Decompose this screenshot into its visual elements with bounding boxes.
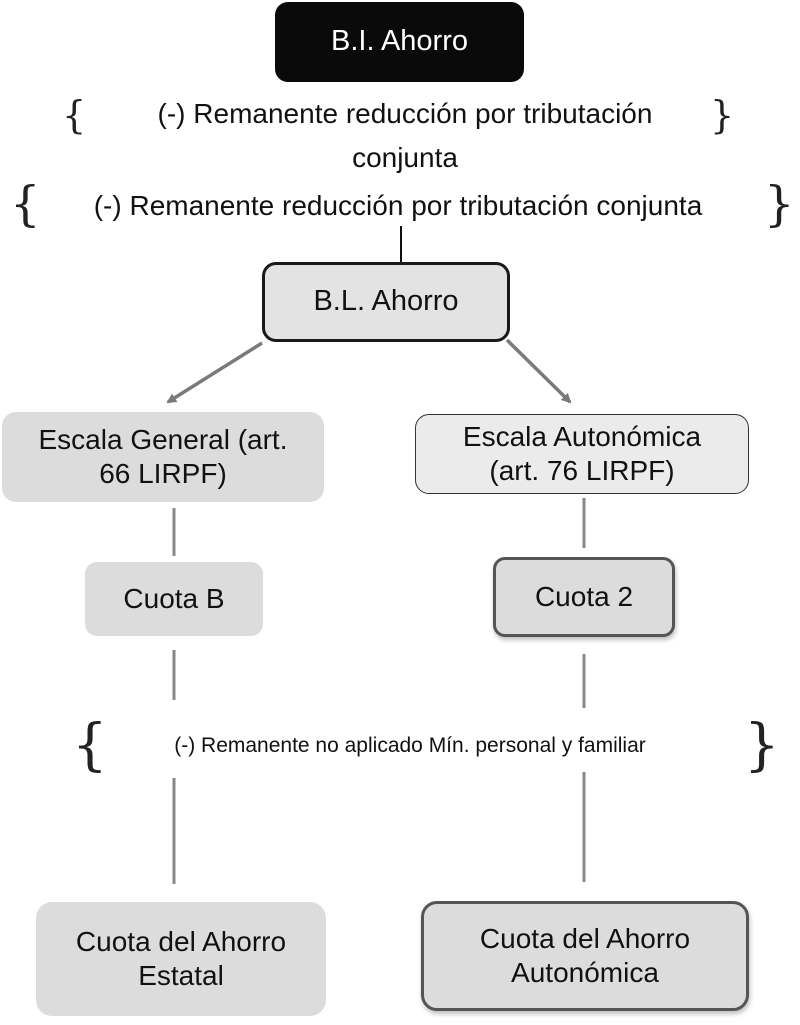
cuota-estatal-label-line2: Estatal (138, 960, 224, 991)
escala-general-label-line1: Escala General (art. (38, 423, 288, 455)
cuota-2-node: Cuota 2 (493, 557, 675, 637)
brace-open-reduccion-1: { (62, 93, 87, 137)
bi-ahorro-label: B.I. Ahorro (330, 25, 468, 58)
escala-general-node: Escala General (art. 66 LIRPF) (2, 412, 324, 502)
bi-ahorro-node: B.I. Ahorro (275, 2, 524, 82)
bl-ahorro-label: B.L. Ahorro (313, 285, 459, 318)
cuota-estatal-node: Cuota del Ahorro Estatal (36, 902, 326, 1016)
cuota-b-label: Cuota B (123, 582, 225, 614)
reduccion-annotation-2: (-) Remanente reducción por tributación … (93, 190, 703, 221)
cuota-autonomica-node: Cuota del Ahorro Autonómica (421, 901, 749, 1011)
bl-ahorro-node: B.L. Ahorro (262, 262, 510, 342)
escala-autonomica-label-line1: Escala Autonómica (462, 420, 702, 452)
brace-close-minimo: } (744, 713, 780, 778)
escala-general-label-line2: 66 LIRPF) (99, 458, 227, 489)
brace-close-reduccion-2: } (764, 176, 795, 232)
escala-autonomica-label-line2: (art. 76 LIRPF) (489, 455, 675, 486)
brace-open-minimo: { (72, 713, 108, 778)
reduccion-annotation-1-line1: (-) Remanente reducción por tributación (157, 98, 653, 129)
cuota-estatal-label-line1: Cuota del Ahorro (75, 925, 287, 957)
cuota-2-label: Cuota 2 (534, 580, 634, 612)
escala-autonomica-node: Escala Autonómica (art. 76 LIRPF) (415, 414, 749, 494)
brace-open-reduccion-2: { (10, 176, 41, 232)
brace-close-reduccion-1: } (710, 93, 735, 137)
cuota-autonomica-label-line2: Autonómica (511, 957, 659, 988)
reduccion-annotation-1-line2: conjunta (352, 142, 458, 173)
cuota-b-node: Cuota B (85, 562, 263, 636)
cuota-autonomica-label-line1: Cuota del Ahorro (479, 922, 691, 954)
minimo-annotation: (-) Remanente no aplicado Mín. personal … (174, 734, 646, 757)
arrow-bl-to-escala-general (166, 341, 263, 404)
arrow-bl-to-escala-autonomica (505, 338, 572, 404)
